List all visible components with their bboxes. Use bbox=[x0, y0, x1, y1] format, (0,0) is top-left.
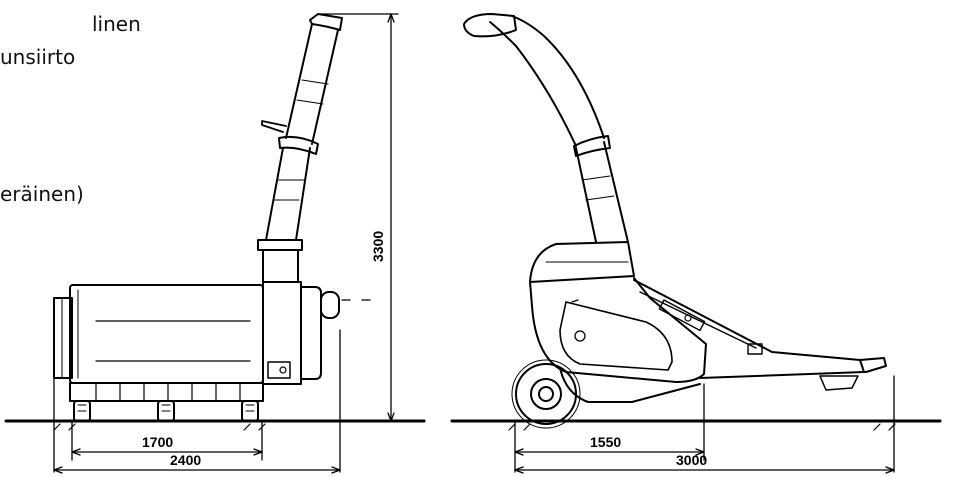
left-width-dimensions bbox=[53, 329, 341, 474]
dim-height-label: 3300 bbox=[370, 231, 386, 262]
right-view-machine bbox=[450, 13, 942, 431]
dim-left-inner-label: 1700 bbox=[142, 434, 173, 450]
height-dimension bbox=[319, 13, 399, 422]
text-fragment-1: linen bbox=[92, 12, 141, 36]
dim-right-inner-label: 1550 bbox=[590, 434, 621, 450]
text-fragment-3: eräinen) bbox=[0, 182, 84, 206]
dim-left-total-label: 2400 bbox=[170, 452, 201, 468]
right-width-dimensions bbox=[514, 375, 895, 474]
left-view-machine bbox=[4, 13, 426, 431]
dim-right-total-label: 3000 bbox=[676, 452, 707, 468]
text-fragment-2: unsiirto bbox=[0, 45, 76, 69]
